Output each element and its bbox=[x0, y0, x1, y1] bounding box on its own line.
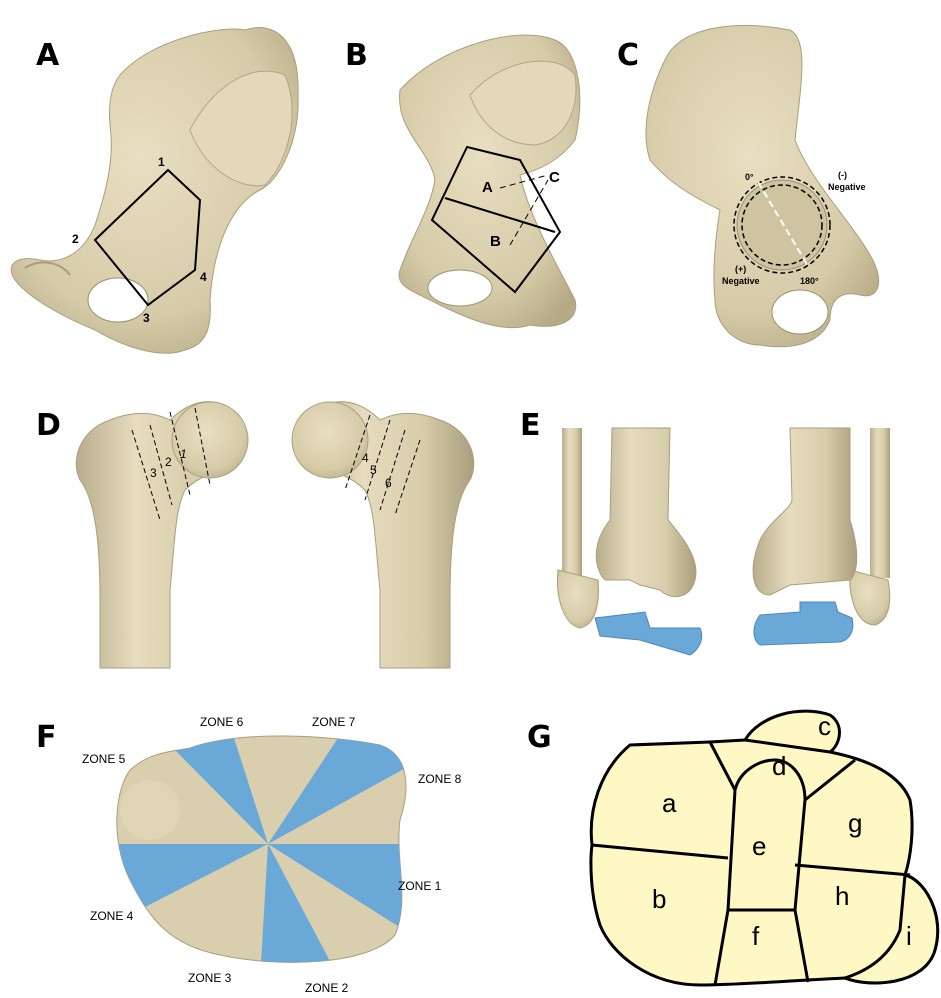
pelvis-b-region-b: B bbox=[490, 233, 501, 250]
ankle-left bbox=[556, 427, 703, 656]
region-b: b bbox=[652, 884, 666, 914]
region-g: g bbox=[848, 808, 862, 838]
femur-left-zone-1: 1 bbox=[180, 447, 187, 461]
pelvis-c-deg-0: 0° bbox=[745, 172, 754, 182]
pelvis-a-point-3: 3 bbox=[143, 311, 150, 325]
talar-zone-7: ZONE 7 bbox=[312, 715, 356, 729]
panel-letter-b: B bbox=[345, 38, 368, 73]
region-d: d bbox=[772, 751, 786, 781]
region-map bbox=[589, 709, 940, 987]
femur-right-zone-6: 6 bbox=[385, 476, 392, 490]
pelvis-b-pointer-c: C bbox=[549, 169, 560, 186]
panel-letter-d: D bbox=[36, 408, 61, 443]
region-h: h bbox=[835, 881, 849, 911]
femur-right-zone-5: 5 bbox=[370, 463, 377, 477]
panel-letter-c: C bbox=[617, 38, 640, 73]
pelvis-c bbox=[645, 24, 880, 348]
femur-right bbox=[291, 401, 475, 669]
pelvis-b bbox=[398, 34, 581, 329]
region-a: a bbox=[662, 788, 677, 818]
talar-zone-3: ZONE 3 bbox=[188, 971, 232, 985]
pelvis-b-region-a: A bbox=[482, 179, 493, 196]
panel-letter-a: A bbox=[36, 38, 60, 73]
pelvis-c-neg-plus-word: Negative bbox=[722, 276, 760, 286]
talar-zone-4: ZONE 4 bbox=[90, 909, 134, 923]
talar-zone-1: ZONE 1 bbox=[398, 879, 442, 893]
pelvis-c-neg-minus-sign: (-) bbox=[838, 170, 847, 180]
pelvis-a bbox=[10, 27, 299, 354]
talar-zone-5: ZONE 5 bbox=[82, 752, 126, 766]
talar-zone-6: ZONE 6 bbox=[200, 715, 244, 729]
region-i: i bbox=[906, 921, 912, 951]
panel-letter-f: F bbox=[36, 720, 57, 755]
talar-zone-8: ZONE 8 bbox=[418, 772, 462, 786]
panel-letter-e: E bbox=[520, 408, 541, 443]
region-f: f bbox=[752, 921, 760, 951]
femur-right-zone-4: 4 bbox=[362, 451, 369, 465]
femur-left-zone-3: 3 bbox=[150, 466, 157, 480]
talar-zone-2: ZONE 2 bbox=[305, 981, 349, 995]
region-e: e bbox=[752, 831, 766, 861]
pelvis-a-point-1: 1 bbox=[158, 155, 165, 169]
pelvis-a-point-2: 2 bbox=[72, 232, 79, 246]
talar-dome bbox=[116, 735, 407, 963]
femur-left bbox=[75, 401, 249, 669]
pelvis-c-neg-plus-sign: (+) bbox=[735, 264, 746, 274]
region-c: c bbox=[818, 711, 831, 741]
femur-left-zone-2: 2 bbox=[165, 455, 172, 469]
panel-letter-g: G bbox=[527, 720, 552, 755]
ankle-right bbox=[752, 427, 891, 646]
pelvis-c-neg-minus-word: Negative bbox=[828, 182, 866, 192]
pelvis-c-deg-180: 180° bbox=[800, 276, 819, 286]
pelvis-a-point-4: 4 bbox=[200, 270, 207, 284]
